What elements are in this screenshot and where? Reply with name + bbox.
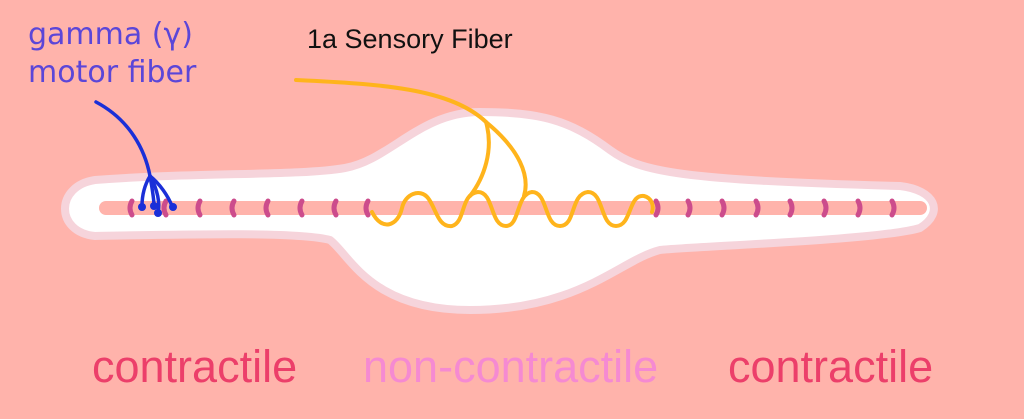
end-plate: [169, 203, 177, 211]
striation: [719, 198, 727, 218]
striations-right: [653, 198, 897, 218]
annulospiral-ending: [370, 189, 655, 229]
striation: [195, 198, 203, 218]
end-plate: [150, 202, 158, 210]
striation: [297, 198, 305, 218]
motor-end-plates: [138, 202, 177, 217]
region-label-contractile-right: contractile: [728, 341, 934, 392]
region-label-contractile-left: contractile: [92, 341, 298, 392]
gamma-fiber-lead: [94, 100, 152, 178]
striation: [363, 198, 371, 218]
sensory-fiber: [294, 78, 655, 229]
sensory-fiber-branch: [484, 120, 528, 198]
striation: [127, 198, 135, 218]
striations-left: [127, 198, 371, 218]
striation: [263, 198, 271, 218]
region-label-non-contractile: non-contractile: [363, 341, 659, 392]
gamma-label-line1: gamma (γ): [28, 17, 193, 52]
striation: [889, 198, 897, 218]
sensory-fiber-label: 1a Sensory Fiber: [307, 24, 513, 54]
striation: [653, 198, 661, 218]
striation: [753, 198, 761, 218]
striation: [331, 198, 339, 218]
gamma-label-line2: motor fiber: [28, 55, 197, 90]
end-plate: [138, 203, 146, 211]
striation: [685, 198, 693, 218]
gamma-motor-fiber-label: gamma (γ) motor fiber: [28, 16, 196, 92]
striation: [821, 198, 829, 218]
end-plate: [154, 209, 162, 217]
striation: [855, 198, 863, 218]
striation: [161, 198, 169, 218]
striation: [229, 198, 237, 218]
sensory-fiber-lead: [294, 78, 491, 198]
striation: [787, 198, 795, 218]
